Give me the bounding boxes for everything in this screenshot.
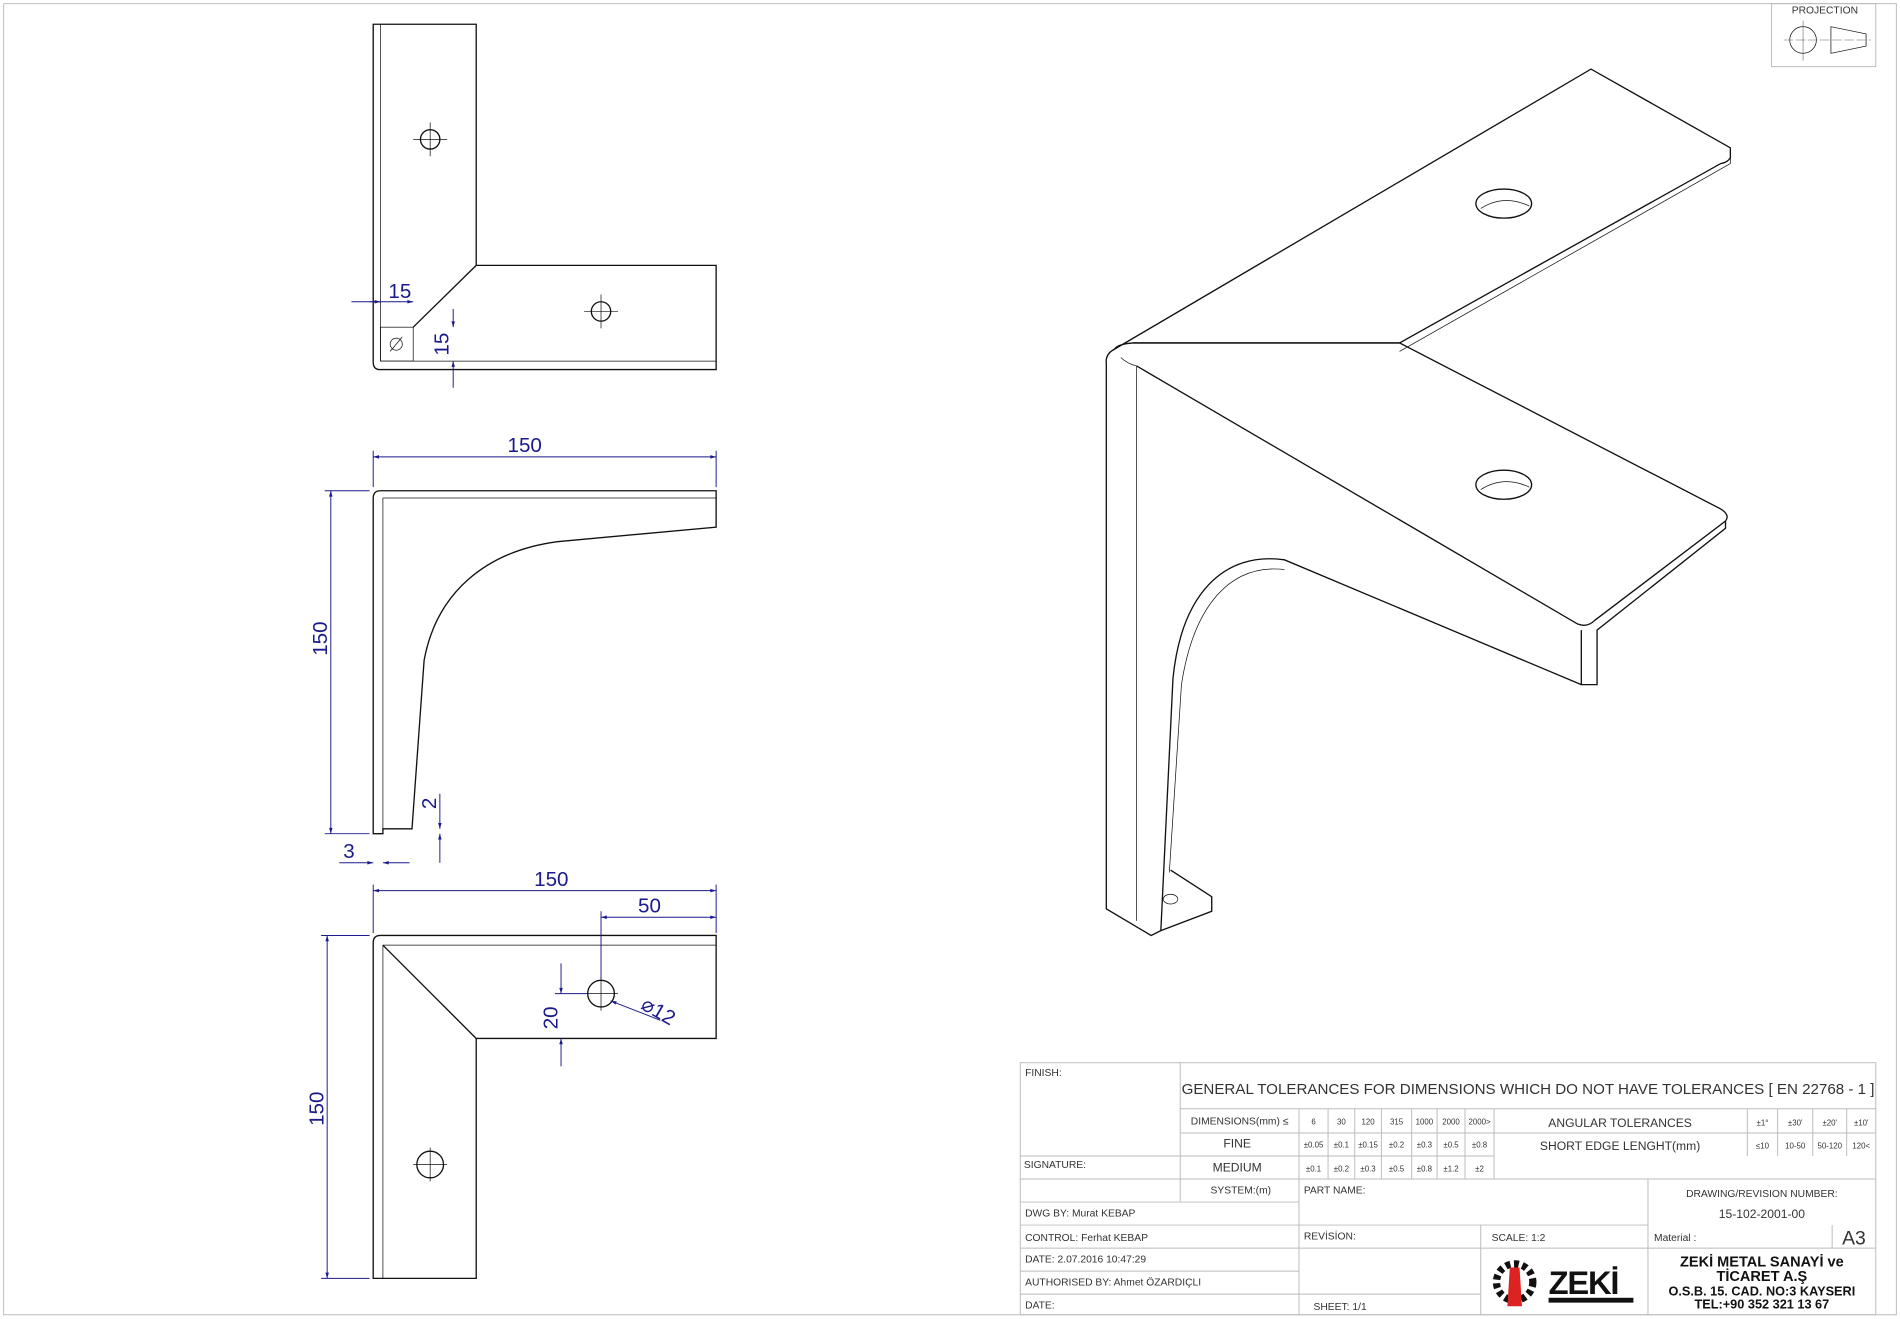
sheet-size: A3 bbox=[1842, 1227, 1866, 1249]
dim-bottom-height: 150 bbox=[306, 1092, 329, 1126]
angular-cell: ±1° bbox=[1757, 1119, 1769, 1128]
dim-top-chamfer-y: 15 bbox=[430, 333, 453, 356]
projection-label: PROJECTION bbox=[1792, 5, 1858, 16]
dimensions-label: DIMENSIONS(mm) ≤ bbox=[1191, 1117, 1289, 1128]
tolerance-cell: ±0.8 bbox=[1472, 1141, 1488, 1150]
angular-cell: ≤10 bbox=[1756, 1142, 1770, 1151]
authorised-by: AUTHORISED BY: Ahmet ÖZARDIÇLI bbox=[1025, 1277, 1201, 1289]
angular-cell: 120< bbox=[1852, 1142, 1870, 1151]
date-label: DATE: bbox=[1025, 1301, 1055, 1312]
hole-icon bbox=[584, 976, 618, 1011]
drawing-number: 15-102-2001-00 bbox=[1719, 1207, 1805, 1221]
hole-icon bbox=[584, 294, 618, 329]
short-edge-label: SHORT EDGE LENGHT(mm) bbox=[1540, 1139, 1700, 1153]
system-label: SYSTEM:(m) bbox=[1211, 1186, 1272, 1197]
tolerance-cell: 2000 bbox=[1442, 1118, 1460, 1127]
company-logo: ZEKİ bbox=[1492, 1260, 1634, 1307]
angular-cell: 50-120 bbox=[1817, 1142, 1842, 1151]
tolerance-title: GENERAL TOLERANCES FOR DIMENSIONS WHICH … bbox=[1182, 1081, 1875, 1098]
company-phone: TEL:+90 352 321 13 67 bbox=[1695, 1297, 1830, 1312]
title-block: FINISH: SIGNATURE: GENERAL TOLERANCES FO… bbox=[1019, 1062, 1877, 1316]
company-line2: TİCARET A.Ş bbox=[1717, 1268, 1808, 1285]
tolerance-cell: ±0.3 bbox=[1417, 1141, 1433, 1150]
angular-cell: 10-50 bbox=[1785, 1142, 1806, 1151]
dim-front-thickness: 3 bbox=[343, 840, 354, 863]
finish-label: FINISH: bbox=[1025, 1068, 1062, 1079]
dim-top-chamfer-x: 15 bbox=[388, 280, 411, 303]
tolerance-cell: ±0.2 bbox=[1389, 1141, 1404, 1150]
company-line1: ZEKİ METAL SANAYİ ve bbox=[1680, 1253, 1844, 1270]
tolerance-cell: ±0.5 bbox=[1389, 1165, 1405, 1174]
tolerance-cell: ±0.3 bbox=[1360, 1165, 1376, 1174]
tolerance-cell: ±0.5 bbox=[1443, 1141, 1459, 1150]
isometric-view bbox=[1105, 68, 1732, 937]
dim-bottom-width: 150 bbox=[534, 868, 568, 891]
fine-label: FINE bbox=[1223, 1137, 1251, 1151]
dim-front-height: 150 bbox=[309, 621, 332, 655]
part-name-label: PART NAME: bbox=[1304, 1186, 1366, 1197]
angular-cell: ±10' bbox=[1854, 1119, 1869, 1128]
hole-icon bbox=[413, 1147, 448, 1182]
dim-bottom-hole-edge: 20 bbox=[539, 1006, 562, 1029]
hole-icon bbox=[413, 122, 448, 157]
medium-label: MEDIUM bbox=[1213, 1161, 1262, 1175]
angular-cell: ±20' bbox=[1822, 1119, 1837, 1128]
control: CONTROL: Ferhat KEBAP bbox=[1025, 1233, 1148, 1244]
revision-label: REVİSİON: bbox=[1304, 1230, 1356, 1243]
dim-bottom-hole-offset: 50 bbox=[638, 894, 661, 917]
dim-bottom-hole-dia: ⌀12 bbox=[637, 993, 679, 1031]
tolerance-cell: ±0.1 bbox=[1306, 1165, 1321, 1174]
tolerance-cell: ±0.8 bbox=[1417, 1165, 1433, 1174]
tolerance-cell: 2000> bbox=[1468, 1118, 1490, 1127]
tolerance-cell: ±0.05 bbox=[1304, 1141, 1324, 1150]
hole-icon bbox=[1475, 469, 1533, 500]
sheet-border bbox=[3, 3, 1897, 1316]
tolerance-cell: ±0.15 bbox=[1358, 1141, 1378, 1150]
dim-front-width: 150 bbox=[508, 434, 542, 457]
dim-front-foot: 2 bbox=[418, 798, 441, 809]
sheet: SHEET: 1/1 bbox=[1314, 1302, 1367, 1313]
projection-symbol: PROJECTION bbox=[1771, 3, 1877, 68]
dwg-by: DWG BY: Murat KEBAP bbox=[1025, 1209, 1135, 1220]
top-view: 15 15 bbox=[351, 23, 717, 388]
front-view: 150 150 2 3 bbox=[309, 434, 717, 865]
angular-label: ANGULAR TOLERANCES bbox=[1548, 1116, 1692, 1130]
angular-cell: ±30' bbox=[1788, 1119, 1803, 1128]
company-address: O.S.B. 15. CAD. NO:3 KAYSERI bbox=[1668, 1283, 1855, 1298]
tolerance-cell: 120 bbox=[1361, 1118, 1375, 1127]
scale: SCALE: 1:2 bbox=[1492, 1233, 1546, 1244]
bottom-view: 150 50 20 ⌀12 150 bbox=[306, 868, 717, 1280]
tolerance-cell: ±0.2 bbox=[1334, 1165, 1349, 1174]
svg-text:ZEKİ: ZEKİ bbox=[1549, 1264, 1619, 1301]
hole-icon bbox=[1475, 188, 1533, 219]
tolerance-cell: 30 bbox=[1337, 1118, 1346, 1127]
material-label: Material : bbox=[1654, 1233, 1696, 1244]
tolerance-cell: 315 bbox=[1390, 1118, 1404, 1127]
tolerance-cell: 6 bbox=[1311, 1118, 1316, 1127]
date-created: DATE: 2.07.2016 10:47:29 bbox=[1025, 1255, 1146, 1266]
tolerance-cell: ±0.1 bbox=[1334, 1141, 1349, 1150]
tolerance-cell: 1000 bbox=[1416, 1118, 1434, 1127]
tolerance-cell: ±2 bbox=[1475, 1165, 1484, 1174]
tolerance-cell: ±1.2 bbox=[1443, 1165, 1458, 1174]
signature-label: SIGNATURE: bbox=[1024, 1160, 1086, 1171]
drawing-number-label: DRAWING/REVISION NUMBER: bbox=[1686, 1189, 1838, 1200]
